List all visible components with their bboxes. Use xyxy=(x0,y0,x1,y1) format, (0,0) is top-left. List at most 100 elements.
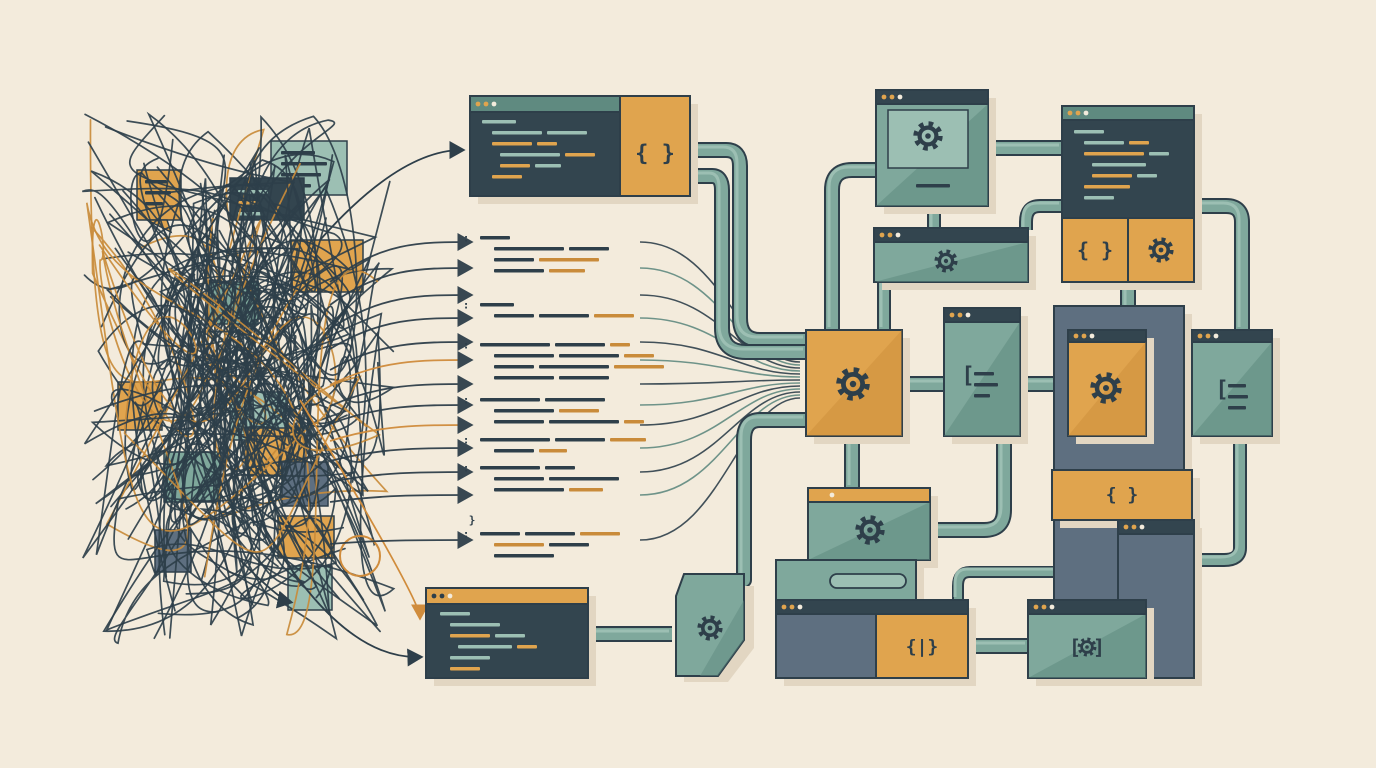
code-snippet: : xyxy=(463,462,619,492)
converging-line xyxy=(639,388,801,449)
tangled-line xyxy=(91,217,267,438)
code-lines xyxy=(480,303,634,318)
snippet-colon: : xyxy=(463,434,470,447)
converging-line xyxy=(639,382,801,406)
window-dots-icon xyxy=(1073,333,1095,339)
flow-arrow xyxy=(329,259,474,306)
flow-arrow xyxy=(329,416,474,442)
converging-line xyxy=(639,394,801,496)
code-window-bottom xyxy=(425,587,596,686)
code-lines xyxy=(480,438,646,453)
code-lines xyxy=(480,466,619,492)
flow-arrow xyxy=(329,351,474,386)
window-dots-icon xyxy=(949,312,971,318)
list-icon: [ xyxy=(961,364,974,389)
window-dots-icon xyxy=(879,232,901,238)
code-window-right: { } xyxy=(1061,105,1202,290)
code-snippet: : xyxy=(463,299,634,318)
pipe xyxy=(585,626,672,642)
arrow-icon xyxy=(299,399,429,621)
pipe xyxy=(1191,433,1247,567)
window-dots-icon xyxy=(475,101,497,107)
pipe xyxy=(711,412,806,607)
code-lines xyxy=(440,612,537,671)
snippet-colon: : xyxy=(463,339,470,352)
window-dots-icon xyxy=(1033,604,1055,610)
gear-window-bottom: [ ] xyxy=(1027,599,1154,686)
pipe xyxy=(687,168,806,360)
code-snippet: : xyxy=(463,232,609,273)
converging-line xyxy=(639,385,801,426)
arrow-icon xyxy=(239,559,294,609)
arrow-icon xyxy=(319,141,466,241)
tangled-line xyxy=(162,234,331,615)
window-dots-icon xyxy=(1123,524,1145,530)
tangled-line xyxy=(84,113,381,541)
window-dots-icon xyxy=(881,94,903,100)
arrow-icon xyxy=(259,519,424,667)
flow-arrow xyxy=(329,486,474,505)
gear-tile-orange xyxy=(1067,329,1154,444)
window-dots-icon xyxy=(813,492,835,498)
window-dots-icon xyxy=(781,604,803,610)
code-snippet: : xyxy=(463,394,644,424)
untangling-arrows xyxy=(239,141,466,667)
converging-line xyxy=(639,391,801,473)
pipe xyxy=(824,162,878,330)
window-dots-icon xyxy=(431,593,453,599)
pipe xyxy=(687,142,806,348)
flow-arrow xyxy=(329,333,474,371)
tangled-line xyxy=(130,138,358,456)
braces-icon: {|} xyxy=(906,637,939,658)
tangled-line xyxy=(81,187,365,601)
converging-line xyxy=(639,397,801,541)
window-dots-icon xyxy=(1067,110,1089,116)
snippet-brace: } xyxy=(469,514,476,527)
tangled-line xyxy=(209,115,376,547)
gear-panel xyxy=(807,487,938,568)
tangled-line xyxy=(104,126,381,463)
tangled-line xyxy=(104,279,360,607)
converging-flow-lines xyxy=(329,233,801,550)
code-lines xyxy=(480,236,609,273)
flow-arrow xyxy=(329,463,474,483)
flow-arrow xyxy=(329,531,474,550)
flow-arrow xyxy=(329,286,474,330)
pipe xyxy=(1019,199,1062,230)
loop-curve xyxy=(339,535,381,577)
converging-line xyxy=(639,379,801,385)
snippet-colon: : xyxy=(463,528,470,541)
gear-window-top xyxy=(875,89,996,214)
toolbar-window xyxy=(873,227,1036,290)
flow-arrow xyxy=(329,439,474,462)
flow-arrow xyxy=(329,233,474,283)
code-lines xyxy=(1228,384,1248,410)
code-window-top: { } xyxy=(469,95,698,204)
code-snippet: : xyxy=(463,434,646,453)
code-lines xyxy=(482,120,595,179)
converging-line xyxy=(639,359,801,378)
pipe xyxy=(987,140,1062,156)
tangled-line xyxy=(90,205,371,558)
split-window: {|} xyxy=(775,599,976,686)
tangled-line xyxy=(83,233,333,520)
code-lines xyxy=(480,398,644,424)
braces-icon: { } xyxy=(635,142,675,167)
list-panel: [ xyxy=(943,307,1028,444)
braces-icon: { } xyxy=(1106,485,1139,506)
code-lines xyxy=(480,343,664,380)
code-snippet: : xyxy=(463,339,664,380)
funnel-module xyxy=(675,573,754,682)
code-lines xyxy=(916,184,950,188)
snippet-colon: : xyxy=(463,299,470,312)
tangled-line xyxy=(93,275,386,578)
flow-arrow xyxy=(329,396,474,425)
pipeline-modules: { }{ }[[{ }{|}[ ] xyxy=(425,89,1280,686)
flow-arrow xyxy=(329,375,474,407)
code-lines xyxy=(1074,130,1169,200)
code-lines xyxy=(480,532,620,558)
code-lines xyxy=(974,372,998,398)
pipe xyxy=(927,433,1012,538)
flow-arrow xyxy=(329,309,474,350)
